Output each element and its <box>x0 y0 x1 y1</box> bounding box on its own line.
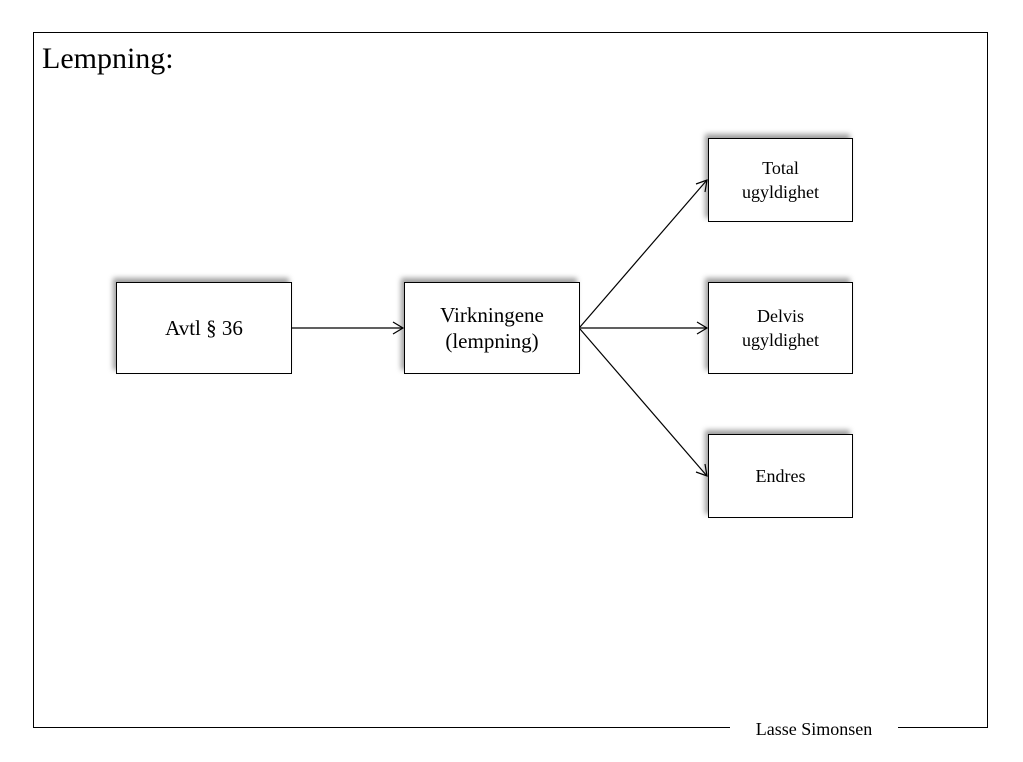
node-endres-label: Endres <box>755 466 806 486</box>
arrow-virkningene-to-delvis <box>580 321 709 335</box>
node-total-ugyldighet: Total ugyldighet <box>708 138 853 222</box>
footer-author: Lasse Simonsen <box>730 717 898 741</box>
node-virkningene-label: Virkningene (lempning) <box>440 303 544 353</box>
node-delvis-ugyldighet-label: Delvis ugyldighet <box>742 306 819 350</box>
slide-title: Lempning: <box>42 42 174 75</box>
node-endres: Endres <box>708 434 853 518</box>
node-delvis-ugyldighet: Delvis ugyldighet <box>708 282 853 374</box>
slide-frame <box>33 32 988 728</box>
node-avtl-36-label: Avtl § 36 <box>165 316 243 340</box>
arrow-virkningene-to-total <box>579 179 708 328</box>
node-avtl-36: Avtl § 36 <box>116 282 292 374</box>
node-virkningene: Virkningene (lempning) <box>404 282 580 374</box>
arrow-virkningene-to-endres <box>579 328 708 477</box>
node-total-ugyldighet-label: Total ugyldighet <box>742 158 819 202</box>
arrow-avtl-to-virkningene <box>292 321 405 335</box>
